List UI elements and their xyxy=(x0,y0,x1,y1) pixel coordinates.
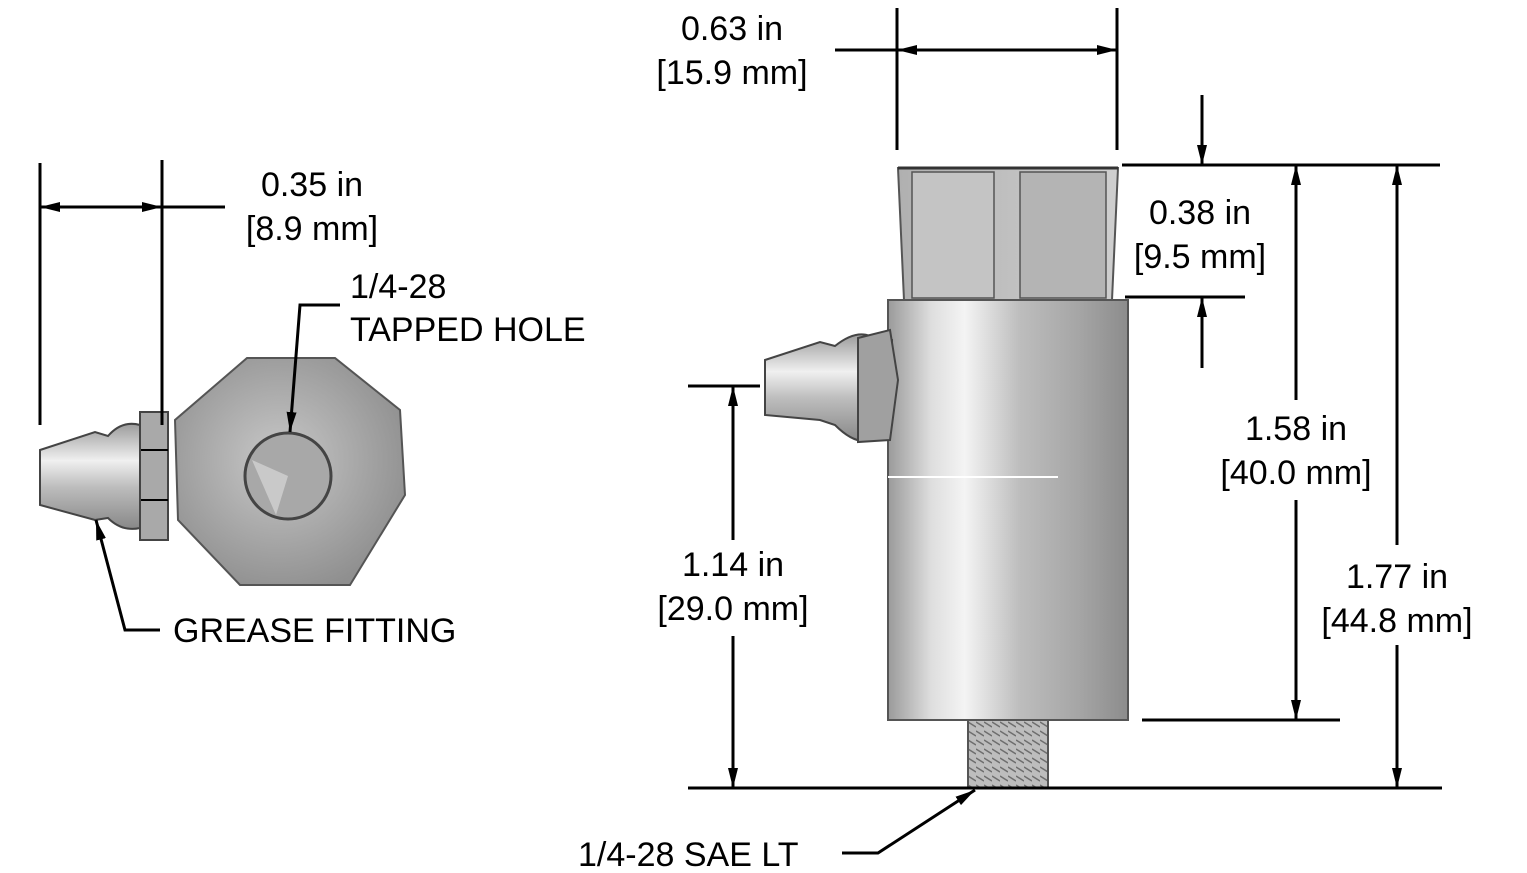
dim-fitting-height: 1.14 in [29.0 mm] xyxy=(657,384,809,788)
dim-total-height-inch: 1.77 in xyxy=(1346,558,1448,596)
grease-fitting-label: GREASE FITTING xyxy=(173,612,456,650)
dim-total-height: 1.77 in [44.8 mm] xyxy=(688,165,1473,790)
dim-width-mm: [15.9 mm] xyxy=(656,54,807,92)
dim-head-height-inch: 0.38 in xyxy=(1149,194,1251,232)
dim-total-height-mm: [44.8 mm] xyxy=(1321,602,1472,640)
threaded-stud xyxy=(967,719,1049,789)
tapped-hole-line2: TAPPED HOLE xyxy=(350,311,586,349)
dim-width: 0.63 in [15.9 mm] xyxy=(656,8,1119,150)
tapped-hole-line1: 1/4-28 xyxy=(350,268,446,306)
dim-fitting-offset-mm: [8.9 mm] xyxy=(246,210,378,248)
housing-body xyxy=(887,299,1129,721)
dim-head-height: 0.38 in [9.5 mm] xyxy=(1122,95,1440,368)
dim-fitting-offset-inch: 0.35 in xyxy=(261,166,363,204)
top-view xyxy=(39,357,407,586)
callout-thread: 1/4-28 SAE LT xyxy=(578,788,976,873)
dim-fitting-height-mm: [29.0 mm] xyxy=(657,590,808,628)
dim-body-height-inch: 1.58 in xyxy=(1245,410,1347,448)
dim-head-height-mm: [9.5 mm] xyxy=(1134,238,1266,276)
grease-fitting-graphic xyxy=(39,422,141,530)
dim-fitting-offset: 0.35 in [8.9 mm] xyxy=(38,160,378,425)
dim-width-inch: 0.63 in xyxy=(681,10,783,48)
thread-label: 1/4-28 SAE LT xyxy=(578,836,799,873)
dim-fitting-height-inch: 1.14 in xyxy=(682,546,784,584)
dim-body-height: 1.58 in [40.0 mm] xyxy=(1142,165,1372,722)
callout-tapped-hole: 1/4-28 TAPPED HOLE xyxy=(286,268,586,433)
callout-grease-fitting: GREASE FITTING xyxy=(94,519,456,650)
dim-body-height-mm: [40.0 mm] xyxy=(1220,454,1371,492)
side-view xyxy=(764,166,1129,789)
fitting-hex xyxy=(139,411,169,541)
